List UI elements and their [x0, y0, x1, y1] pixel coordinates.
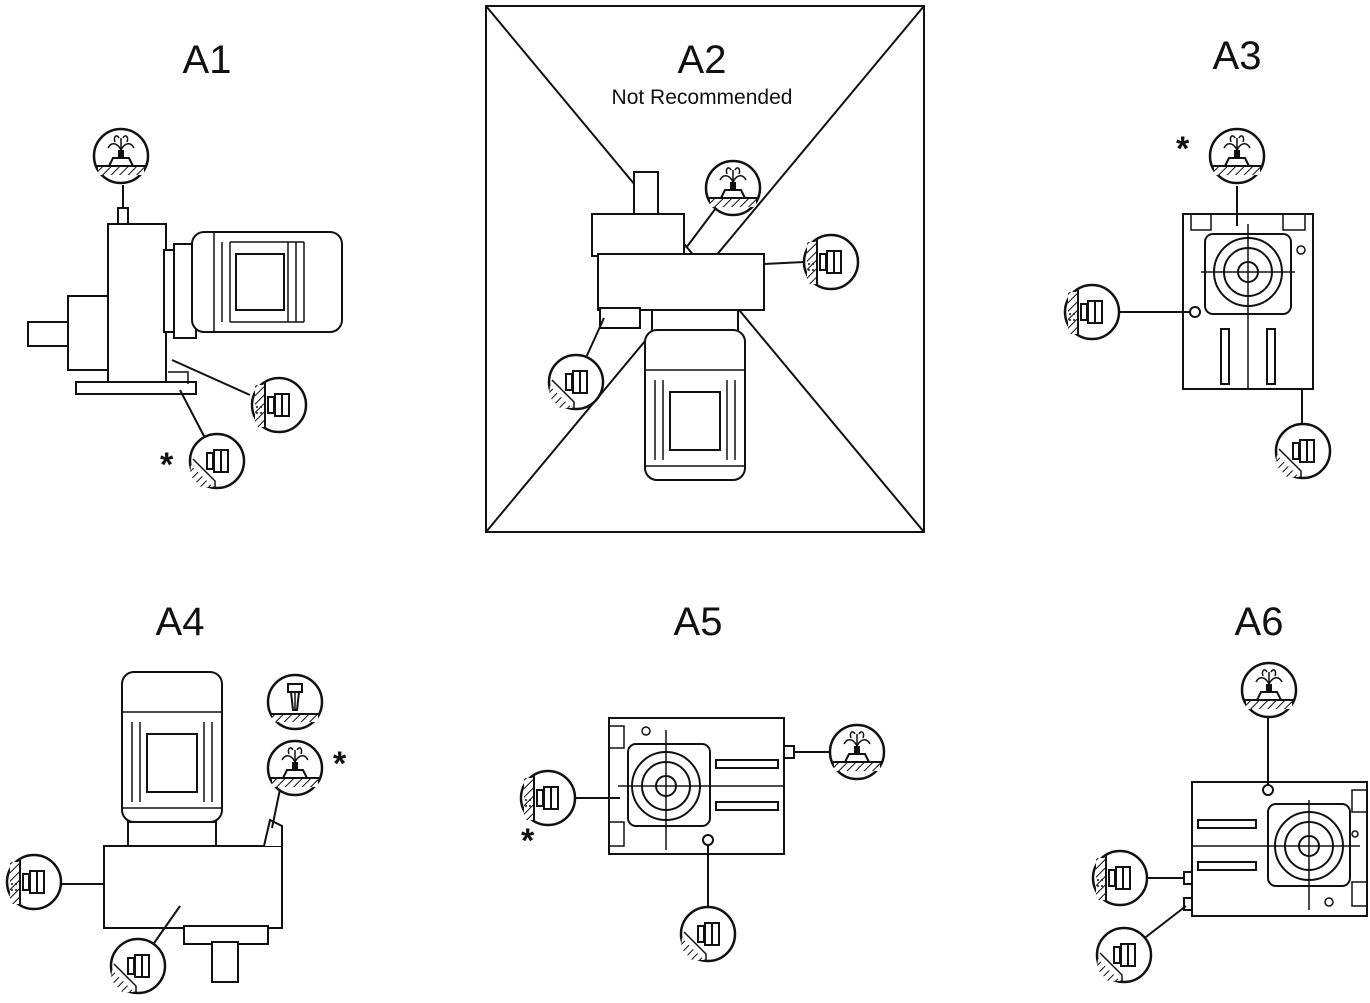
breather-plug-icon: [828, 723, 886, 781]
oil-level-plug-icon: [802, 233, 860, 291]
drain-plug-icon: [547, 353, 605, 411]
drain-plug-icon: [1095, 926, 1153, 984]
position-marker: *: [1176, 130, 1190, 168]
oil-level-plug-icon: [5, 853, 63, 911]
position-marker: *: [333, 745, 347, 783]
panel-label-a4: A4: [156, 600, 205, 644]
drain-plug-icon: [1274, 422, 1332, 480]
position-marker: *: [521, 822, 535, 860]
not-recommended-note: Not Recommended: [612, 86, 793, 109]
drain-plug-icon: [109, 937, 167, 995]
oil-level-plug-icon: [250, 376, 308, 434]
oil-level-plug-icon: [1063, 283, 1121, 341]
panel-label-a5: A5: [674, 600, 723, 644]
panel-label-a2: A2: [678, 38, 727, 82]
oil-level-plug-icon: [519, 769, 577, 827]
breather-plug-icon: [266, 739, 324, 797]
a1-gearmotor: [27, 207, 343, 395]
a4-gearmotor: [103, 671, 283, 983]
breather-plug-icon: [1240, 661, 1298, 719]
oil-level-plug-icon: [1091, 849, 1149, 907]
drain-plug-icon: [679, 905, 737, 963]
position-marker: *: [160, 446, 174, 484]
a2-gearmotor: [591, 171, 765, 481]
breather-plug-icon: [1208, 127, 1266, 185]
panel-label-a6: A6: [1235, 600, 1284, 644]
panel-label-a1: A1: [183, 38, 232, 82]
drain-plug-icon: [188, 432, 246, 490]
a3-worm-gearbox: [1182, 213, 1314, 390]
panel-label-a3: A3: [1213, 34, 1262, 78]
a5-worm-gearbox: [608, 717, 795, 855]
fill-plug-icon: [266, 673, 324, 731]
a6-worm-gearbox: [1183, 781, 1368, 917]
breather-plug-icon: [92, 127, 150, 185]
breather-plug-icon: [704, 159, 762, 217]
